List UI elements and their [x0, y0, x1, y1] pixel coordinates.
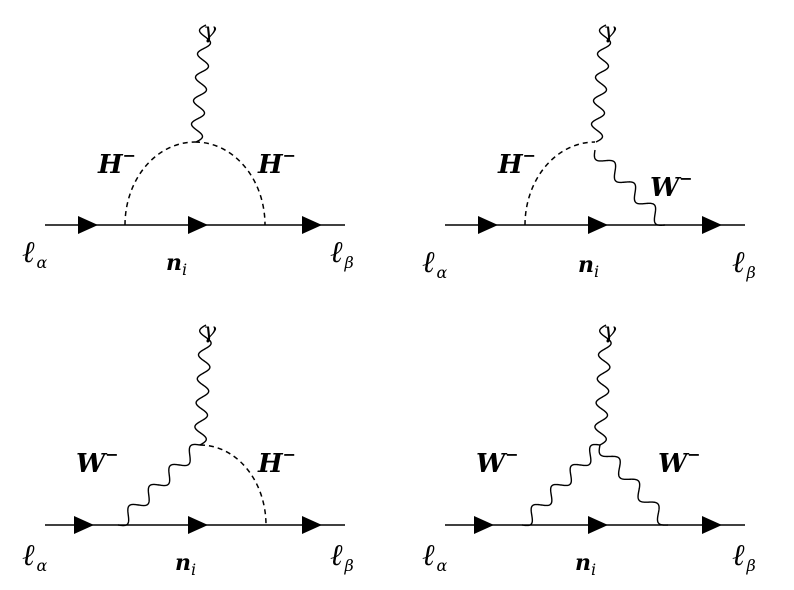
diagram-4-left-boson-label: W− — [476, 445, 519, 479]
diagram-1-right-scalar-propagator — [194, 141, 266, 226]
arrow-icon — [702, 216, 722, 234]
diagram-4-photon-line — [594, 324, 612, 446]
diagram-3-photon-label: γ — [203, 319, 217, 344]
diagram-1-right-boson-label: H− — [257, 146, 296, 180]
arrow-icon — [74, 516, 94, 534]
arrow-icon — [188, 216, 208, 234]
diagram-1-internal-fermion-label: ni — [166, 250, 187, 279]
diagram-1-left-scalar-propagator — [124, 141, 196, 226]
arrow-icon — [188, 516, 208, 534]
diagram-3-photon-line — [194, 324, 212, 446]
diagram-4-internal-fermion-label: ni — [575, 550, 596, 579]
diagram-2-internal-fermion-label: ni — [578, 252, 599, 281]
arrow-icon — [302, 516, 322, 534]
diagram-2-left-scalar-propagator — [524, 141, 596, 226]
diagram-2-right-wboson-propagator — [593, 149, 666, 226]
diagram-3-left-wboson-propagator — [117, 443, 201, 527]
arrow-icon — [702, 516, 722, 534]
diagram-4-right-wboson-propagator — [598, 444, 669, 526]
diagram-2-left-boson-label: H− — [497, 146, 536, 180]
diagram-3-left-boson-label: W− — [76, 445, 119, 479]
diagram-4-fermion-line — [445, 516, 745, 534]
diagram-1-photon-line — [190, 24, 212, 143]
diagram-1-fermion-line — [45, 216, 345, 234]
diagram-2-fermion-line — [445, 216, 745, 234]
diagram-2-photon-label: γ — [603, 19, 617, 44]
diagram-4-photon-label: γ — [603, 319, 617, 344]
diagram-3-fermion-line — [45, 516, 345, 534]
arrow-icon — [78, 216, 98, 234]
diagram-1-photon-label: γ — [203, 19, 217, 44]
diagram-4-right-boson-label: W− — [658, 445, 701, 479]
diagram-3-right-boson-label: H− — [257, 445, 296, 479]
arrow-icon — [588, 216, 608, 234]
diagram-2-right-boson-label: W− — [650, 169, 693, 203]
diagram-4-left-wboson-propagator — [521, 443, 601, 527]
arrow-icon — [474, 516, 494, 534]
diagram-3-internal-fermion-label: ni — [175, 550, 196, 579]
diagram-2-photon-line — [590, 24, 612, 143]
diagram-1-left-boson-label: H− — [97, 146, 136, 180]
arrow-icon — [478, 216, 498, 234]
arrow-icon — [302, 216, 322, 234]
arrow-icon — [588, 516, 608, 534]
diagram-3-right-scalar-propagator — [199, 444, 267, 526]
